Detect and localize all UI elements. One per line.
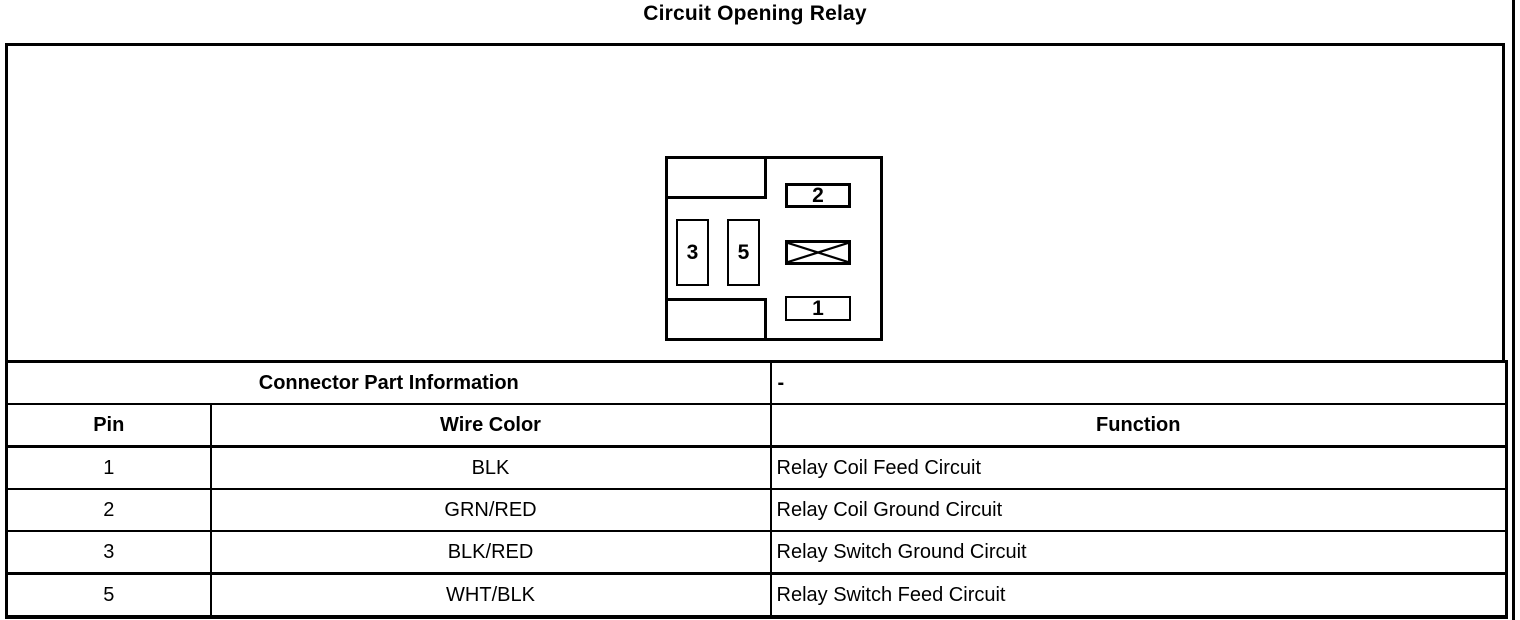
wire-color: GRN/RED — [209, 488, 772, 532]
connector-part-info-row: Connector Part Information - — [5, 360, 1508, 405]
column-header-function: Function — [769, 403, 1508, 448]
figure-title: Circuit Opening Relay — [643, 2, 867, 25]
connector-part-info-value: - — [769, 360, 1508, 405]
column-header-pin: Pin — [5, 403, 212, 448]
table-row: 2 GRN/RED Relay Coil Ground Circuit — [5, 488, 1508, 532]
page-right-border — [1512, 0, 1515, 620]
table-row: 1 BLK Relay Coil Feed Circuit — [5, 445, 1508, 490]
table-row: 3 BLK/RED Relay Switch Ground Circuit — [5, 530, 1508, 575]
column-header-row: Pin Wire Color Function — [5, 403, 1508, 448]
column-header-wire-color: Wire Color — [209, 403, 772, 448]
table-row: 5 WHT/BLK Relay Switch Feed Circuit — [5, 572, 1508, 619]
pin-function: Relay Coil Ground Circuit — [769, 488, 1508, 532]
connector-key-tab-bottom — [665, 298, 767, 341]
pin-value: 2 — [5, 488, 212, 532]
pin-function: Relay Switch Ground Circuit — [769, 530, 1508, 575]
connector-diagram-panel: 3 5 2 1 — [5, 43, 1505, 360]
connector-cavity-5: 5 — [727, 219, 760, 286]
connector-key-tab-top — [665, 156, 767, 199]
pin-function: Relay Switch Feed Circuit — [769, 572, 1508, 619]
x-cross-icon — [788, 243, 848, 262]
wire-color: WHT/BLK — [209, 572, 772, 619]
crossed-cavity-icon — [785, 240, 851, 265]
connector-cavity-1: 1 — [785, 296, 851, 321]
connector-cavity-2: 2 — [785, 183, 851, 208]
cavity-5-label: 5 — [737, 240, 750, 264]
pin-value: 5 — [5, 572, 212, 619]
pin-function: Relay Coil Feed Circuit — [769, 445, 1508, 490]
pin-value: 3 — [5, 530, 212, 575]
wire-color: BLK — [209, 445, 772, 490]
cavity-3-label: 3 — [686, 240, 699, 264]
cavity-2-label: 2 — [812, 183, 824, 207]
connector-part-info-label: Connector Part Information — [5, 360, 772, 405]
pinout-table: Connector Part Information - Pin Wire Co… — [5, 360, 1509, 619]
wire-color: BLK/RED — [209, 530, 772, 575]
pin-value: 1 — [5, 445, 212, 490]
cavity-1-label: 1 — [812, 296, 824, 320]
connector-cavity-3: 3 — [676, 219, 709, 286]
